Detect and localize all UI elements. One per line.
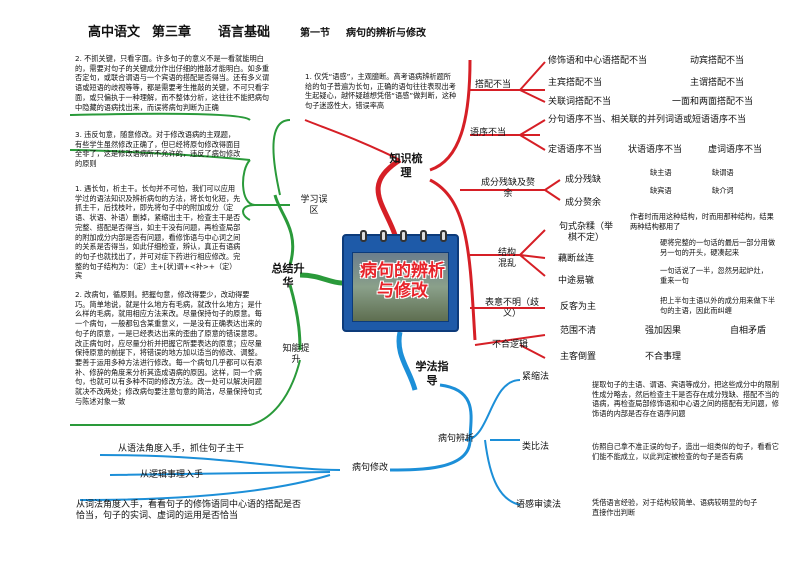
green-top [70, 114, 250, 120]
label-xiugai: 病句修改 [352, 463, 388, 474]
luoji-item-3: 主客倒置 [560, 352, 596, 363]
blue-xiugai [80, 455, 340, 500]
label-canque: 成分残缺及赘余 [478, 178, 538, 201]
label-yuxu: 语序不当 [470, 128, 506, 139]
buming-note: 把上半句主语以外的成分用来做下半句的主语，因此而纠缠 [660, 296, 780, 315]
wuqu-note-2: 1. 遇长句，析主干。长句并不可怕，我们可以应用学过的语法知识及辨析病句的方法，… [75, 184, 241, 281]
header-chapter: 第三章 [152, 25, 191, 41]
label-buming: 表意不明（歧义） [482, 298, 542, 321]
knowledge-intro: 1. 仅凭“语感”，主观臆断。高考语病辨析题所给的句子普遍为长句，正确的语句往往… [305, 72, 457, 111]
xiugai-item-0: 从语法角度入手，抓住句子主干 [118, 444, 244, 455]
hunluan-item-0: 句式杂糅（举棋不定） [558, 222, 614, 245]
label-hunluan: 结构混乱 [494, 248, 520, 271]
hunluan-note-2: 一句话说了一半，忽然另起炉灶，重来一句 [660, 266, 770, 285]
dapei-extra-0: 动宾搭配不当 [690, 56, 744, 67]
dapei-item-1: 主宾搭配不当 [548, 78, 602, 89]
bianxi-note-0: 提取句子的主语、谓语、宾语等成分，把这些成分中的限制性成分略去，然后检查主干是否… [592, 380, 780, 419]
canque-extra-0: 缺主语 [650, 168, 672, 178]
header-section: 第一节 [300, 28, 330, 41]
label-wuqu: 学习误区 [300, 195, 328, 218]
bianxi-note-1: 仿照自己拿不准正误的句子，造出一组类似的句子，看看它们能不能成立，以此判定被检查… [592, 442, 780, 461]
canque-item-0: 成分残缺 [565, 175, 601, 186]
bianxi-item-0: 紧缩法 [522, 372, 549, 383]
canque-item-1: 成分赘余 [565, 198, 601, 209]
buming-item-0: 反客为主 [560, 302, 596, 313]
canque-extra-2: 缺宾语 [650, 186, 672, 196]
binder-rings [344, 230, 457, 242]
dapei-item-2: 关联词搭配不当 [548, 97, 611, 108]
yuxu-item-3: 虚词语序不当 [708, 145, 762, 156]
yuxu-item-1: 定语语序不当 [548, 145, 602, 156]
node-knowledge: 知识梳理 [388, 152, 424, 181]
yuxu-item-0: 分句语序不当、相关联的并列词语或短语语序不当 [548, 115, 746, 126]
node-method: 学法指导 [414, 360, 450, 389]
xiugai-item-2: 从词法角度入手，看看句子的修饰语同中心语的搭配是否恰当，句子的实词、虚词的运用是… [76, 500, 301, 523]
blue-trunk [399, 332, 415, 390]
wuqu-note-0: 2. 不抓关键，只看字面。许多句子的意义不是一看就能明白的，需要对句子的关键成分… [75, 54, 271, 112]
yuxu-item-2: 状语语序不当 [628, 145, 682, 156]
hunluan-item-2: 中途易辙 [558, 276, 594, 287]
dapei-extra-1: 主谓搭配不当 [690, 78, 744, 89]
hunluan-item-1: 藕断丝连 [558, 254, 594, 265]
header-unit: 语言基础 [218, 25, 270, 41]
canque-extra-1: 缺谓语 [712, 168, 734, 178]
header-book: 高中语文 [88, 25, 140, 41]
bianxi-item-2: 语感审读法 [516, 500, 561, 511]
luoji-item-1: 强加因果 [645, 326, 681, 337]
tisheng-note: 2. 改病句，循原则。把握句意，修改得要少，改动得要巧。简单地说，就是什么地方有… [75, 290, 263, 407]
canque-extra-3: 缺介词 [712, 186, 734, 196]
luoji-item-2: 自相矛盾 [730, 326, 766, 337]
luoji-item-0: 范围不清 [560, 326, 596, 337]
hunluan-note-0: 作者时而用这种结构，时而用那种结构，结果两种结构都用了 [630, 212, 780, 231]
luoji-item-4: 不合事理 [645, 352, 681, 363]
label-luoji: 不合逻辑 [492, 340, 528, 351]
hunluan-note-1: 硬将完整的一句话的最后一部分用做另一句的开头，硬凑起来 [660, 238, 780, 257]
wuqu-note-1: 3. 违反句意，随意修改。对于修改语病的主观题，有些学生虽然修改正确了，但已经将… [75, 130, 241, 169]
node-summary: 总结升华 [270, 262, 306, 291]
label-bianxi: 病句辨析 [438, 434, 474, 445]
bianxi-note-2: 凭借语言经验，对于结构较简单、语病较明显的句子直接作出判断 [592, 498, 762, 517]
center-title: 病句的辨析与修改 [354, 262, 451, 301]
dapei-extra-2: 一面和两面搭配不当 [672, 97, 753, 108]
label-tisheng: 知能提升 [282, 344, 310, 367]
red-top-sentence [305, 120, 400, 160]
bianxi-item-1: 类比法 [522, 442, 549, 453]
dapei-item-0: 修饰语和中心语搭配不当 [548, 56, 647, 67]
label-dapei: 搭配不当 [475, 80, 511, 91]
xiugai-item-1: 从逻辑事理入手 [140, 470, 203, 481]
center-card: 病句的辨析与修改 [342, 234, 459, 332]
green-trunk [300, 275, 342, 283]
header-topic: 病句的辨析与修改 [346, 28, 426, 41]
blue-spine [390, 385, 471, 470]
